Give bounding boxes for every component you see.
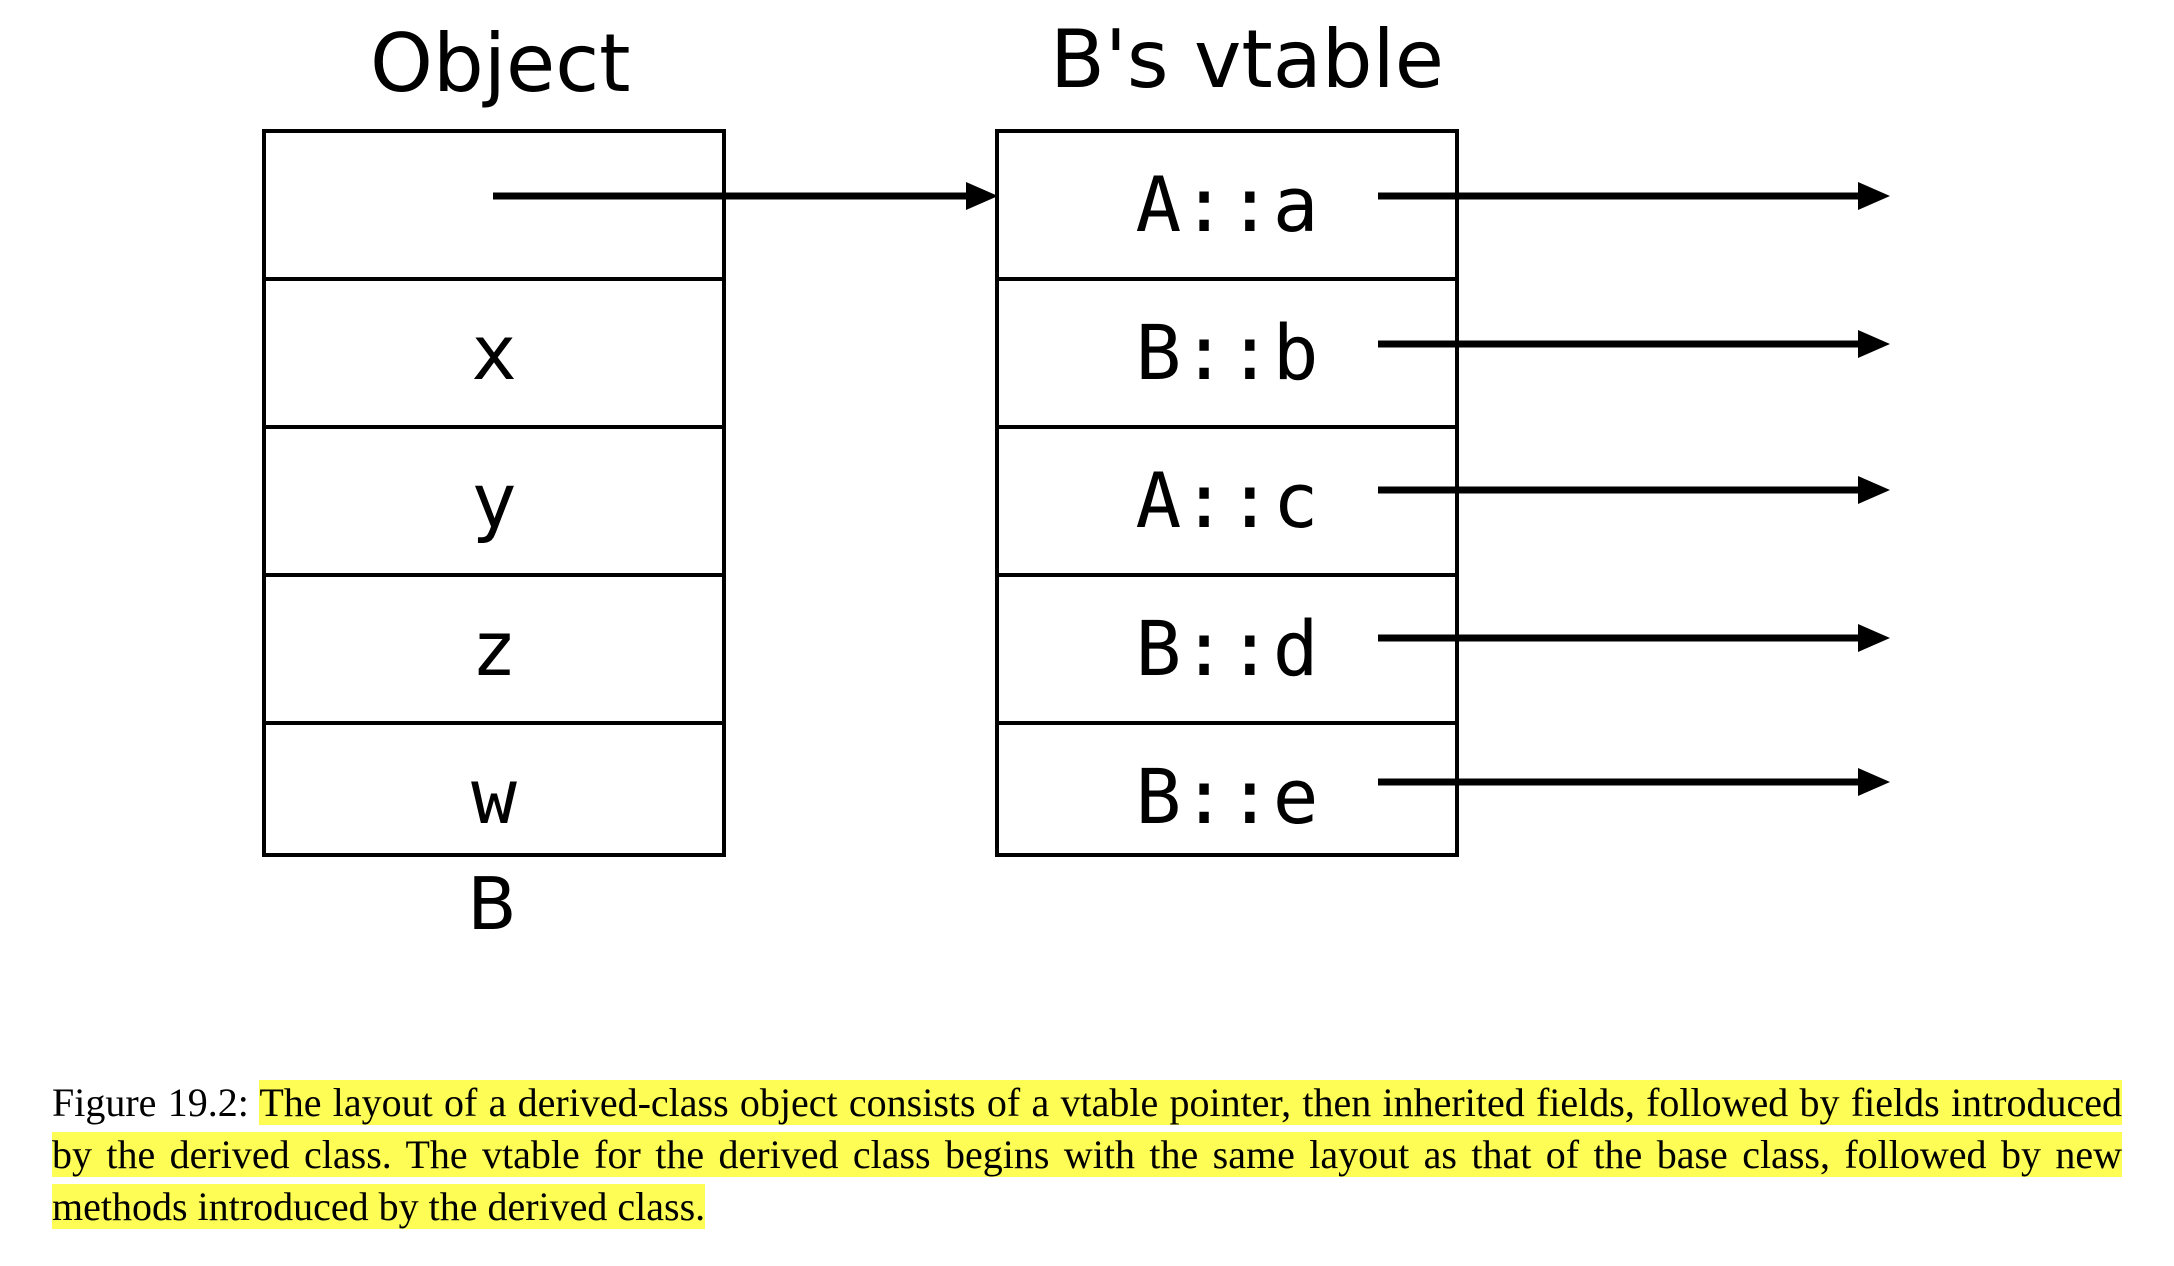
- method-arrowhead-a: [1858, 182, 1890, 210]
- field-cell-w: w: [471, 752, 517, 841]
- object-title: Object: [370, 17, 631, 110]
- vtable-box: A::a B::b A::c B::d B::e: [995, 129, 1459, 857]
- vtable-entry: B::e: [1135, 752, 1319, 841]
- vtable-pointer-arrowhead: [966, 182, 998, 210]
- caption-prefix: Figure 19.2:: [52, 1080, 260, 1125]
- method-arrowhead-e: [1858, 768, 1890, 796]
- vtable-title: B's vtable: [1050, 13, 1444, 106]
- field-cell-x: x: [266, 281, 722, 429]
- object-layout-box: x y z w: [262, 129, 726, 857]
- vtable-entry: B::d: [999, 577, 1455, 725]
- vtable-entry: A::a: [999, 133, 1455, 281]
- object-type-label: B: [467, 862, 517, 946]
- vtable-entry: B::b: [999, 281, 1455, 429]
- vtable-entry: A::c: [999, 429, 1455, 577]
- figure-caption: Figure 19.2: The layout of a derived-cla…: [52, 1077, 2122, 1233]
- method-arrowhead-b: [1858, 330, 1890, 358]
- field-cell-z: z: [266, 577, 722, 725]
- field-cell-y: y: [266, 429, 722, 577]
- vtable-pointer-cell: [266, 133, 722, 281]
- method-arrowhead-c: [1858, 476, 1890, 504]
- caption-highlighted-text: The layout of a derived-class object con…: [52, 1080, 2122, 1229]
- method-arrowhead-d: [1858, 624, 1890, 652]
